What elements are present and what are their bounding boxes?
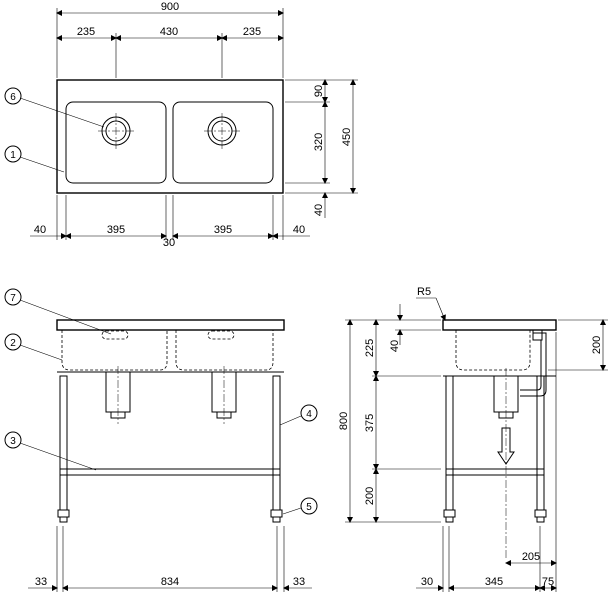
dim-drain-height: 200 — [591, 336, 603, 354]
dim-basin-left: 395 — [107, 224, 125, 236]
dim-side-left: 235 — [77, 26, 95, 38]
dim-basin-right: 395 — [214, 224, 232, 236]
leg-right — [272, 375, 281, 511]
side-leg-back — [445, 375, 454, 511]
basin-right-plan — [172, 101, 274, 184]
dim-basin-height: 225 — [364, 339, 376, 357]
callout-5: 5 — [306, 502, 312, 513]
callout-1: 1 — [10, 150, 16, 161]
plan-view: 900 235 430 235 90 320 40 450 40 — [4, 1, 358, 249]
dim-leg-left: 33 — [35, 576, 47, 588]
leg-left — [59, 375, 68, 511]
side-shelf — [445, 468, 545, 476]
dim-total-height: 800 — [338, 412, 350, 430]
callout-4: 4 — [306, 409, 312, 420]
front-view: 33 834 33 7 2 3 4 5 — [4, 288, 318, 592]
dim-back: 30 — [421, 576, 433, 588]
dim-bottom-height: 200 — [364, 487, 376, 505]
dim-front: 75 — [542, 576, 554, 588]
dim-basin-depth: 320 — [313, 133, 325, 151]
dim-leg-span: 834 — [161, 576, 179, 588]
dim-leg-right: 33 — [293, 576, 305, 588]
callout-3: 3 — [10, 436, 16, 447]
drain-right-icon — [204, 113, 240, 149]
dim-edge-right: 40 — [293, 224, 305, 236]
plan-outline — [56, 79, 284, 194]
dim-side-right: 235 — [243, 26, 261, 38]
dim-middle-height: 375 — [364, 414, 376, 432]
front-shelf — [59, 468, 281, 476]
dim-middle: 430 — [160, 26, 178, 38]
dim-drain-offset: 205 — [522, 551, 540, 563]
dim-edge-left: 40 — [34, 224, 46, 236]
dim-rim: 40 — [389, 340, 401, 352]
drain-left-icon — [98, 113, 134, 149]
dim-top-margin: 90 — [313, 85, 325, 97]
dim-total-depth: 450 — [341, 128, 353, 146]
callout-2: 2 — [10, 338, 16, 349]
callout-7: 7 — [10, 293, 16, 304]
side-counter — [442, 319, 557, 331]
dim-divider: 30 — [163, 237, 175, 249]
dim-depth: 345 — [485, 576, 503, 588]
front-counter — [56, 319, 285, 331]
side-view: R5 800 225 375 200 40 200 205 — [338, 286, 608, 592]
radius-label: R5 — [417, 286, 431, 298]
basin-left-plan — [65, 101, 167, 184]
dim-bottom-margin: 40 — [313, 204, 325, 216]
callout-6: 6 — [10, 92, 16, 103]
dim-total-width: 900 — [161, 1, 179, 13]
